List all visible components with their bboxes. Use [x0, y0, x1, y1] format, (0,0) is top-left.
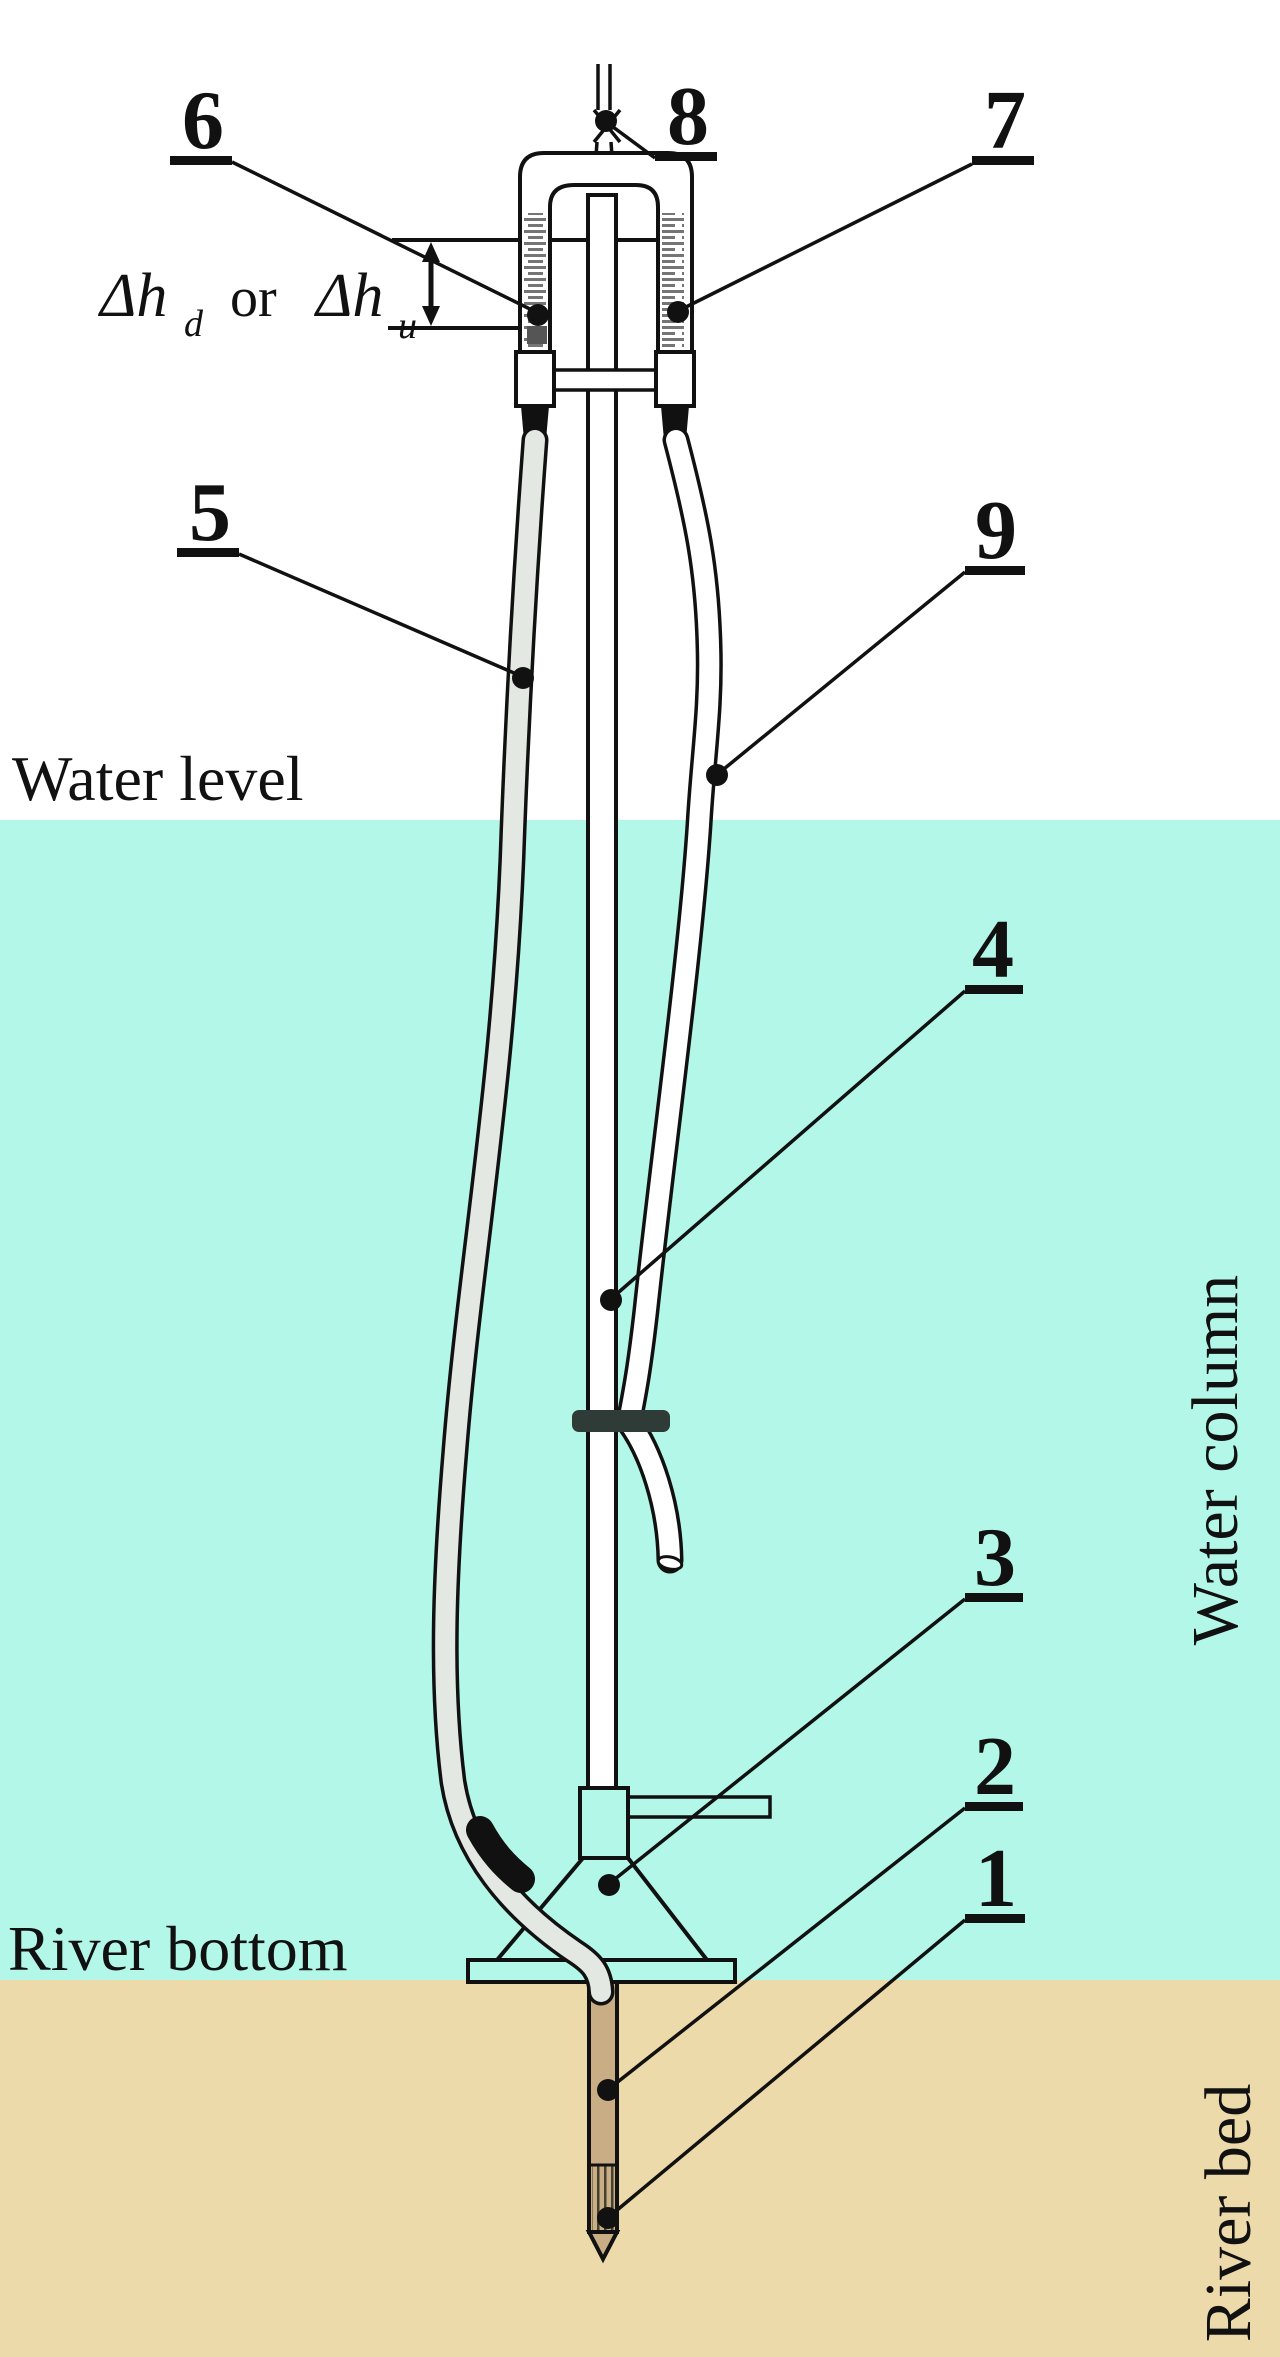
- union-block-left: [514, 350, 556, 408]
- leader-line-2: [608, 1806, 967, 2090]
- leader-lines: [231, 122, 973, 2218]
- part-label-5: 5: [189, 466, 231, 559]
- part-label-7: 7: [984, 74, 1026, 167]
- zone-labels: Water level River bottom Water column Ri…: [8, 743, 1265, 2342]
- leader-dots: [512, 110, 728, 2229]
- part-label-8: 8: [667, 70, 709, 163]
- river-bed-label: River bed: [1192, 2084, 1265, 2342]
- dh-subscript-d: d: [184, 303, 204, 345]
- dh-or-word: or: [230, 267, 277, 329]
- part-label-1: 1: [975, 1832, 1017, 1925]
- frame-crossbar: [551, 368, 659, 392]
- leader-line-4: [610, 989, 967, 1300]
- part-label-9-underline: [965, 566, 1025, 575]
- dh-subscript-u: u: [398, 305, 417, 347]
- dh-arrow-down-icon: [422, 306, 440, 326]
- leader-dot-3: [598, 1874, 620, 1896]
- part-label-7-underline: [972, 156, 1034, 165]
- leader-line-5: [238, 552, 522, 678]
- cone-leg-right: [626, 1856, 709, 1962]
- leader-dot-8: [595, 110, 617, 132]
- standpipe-rod: [586, 193, 618, 1790]
- part-label-1-underline: [965, 1914, 1025, 1923]
- part-label-4: 4: [972, 903, 1014, 996]
- leader-dot-9: [706, 764, 728, 786]
- part-label-9: 9: [975, 484, 1017, 577]
- leader-line-1: [608, 1918, 967, 2218]
- leader-dot-5: [512, 667, 534, 689]
- head-loss-text: Δh d or Δh u: [97, 262, 417, 347]
- leader-dot-4: [600, 1289, 622, 1311]
- scale-tube-right: [662, 213, 684, 349]
- leader-line-6: [231, 160, 537, 314]
- leader-line-9: [717, 570, 967, 775]
- leader-line-3: [608, 1597, 967, 1885]
- part-label-5-underline: [177, 548, 239, 557]
- part-label-4-underline: [965, 985, 1023, 994]
- handle-bar: [626, 1795, 772, 1819]
- part-label-3-underline: [965, 1593, 1023, 1602]
- probe: [585, 1980, 621, 2264]
- part-label-8-underline: [655, 152, 717, 161]
- part-label-6: 6: [182, 74, 224, 167]
- dh-symbol-right: Δh: [313, 262, 383, 330]
- dh-symbol-left: Δh: [97, 262, 167, 330]
- rod-clamp: [572, 1410, 670, 1432]
- union-block-right: [654, 350, 696, 408]
- leader-line-8: [607, 122, 657, 160]
- leader-dot-7: [667, 301, 689, 323]
- probe-tip: [585, 2230, 621, 2264]
- water-level-label: Water level: [12, 743, 304, 814]
- leader-dot-2: [597, 2079, 619, 2101]
- leader-dot-6: [527, 304, 549, 326]
- part-label-3: 3: [974, 1511, 1016, 1604]
- collar-block: [578, 1786, 630, 1860]
- part-label-2: 2: [974, 1720, 1016, 1813]
- tube5-black-sleeve: [466, 1816, 535, 1893]
- flexible-tube-5: [431, 426, 615, 2006]
- tube9-open-end: [656, 1555, 684, 1571]
- water-column-label: Water column: [1179, 1275, 1252, 1645]
- leader-line-7: [679, 162, 973, 312]
- part-label-2-underline: [965, 1802, 1023, 1811]
- left-meniscus-shade: [527, 326, 547, 344]
- tube5-bore: [435, 430, 611, 2002]
- zone-river-bed: [0, 1980, 1280, 2357]
- part-label-6-underline: [170, 156, 232, 165]
- leader-dot-1: [597, 2207, 619, 2229]
- part-labels: 6 8 7 5 9 4 3 2 1: [170, 70, 1034, 1925]
- river-bottom-label: River bottom: [8, 1913, 348, 1984]
